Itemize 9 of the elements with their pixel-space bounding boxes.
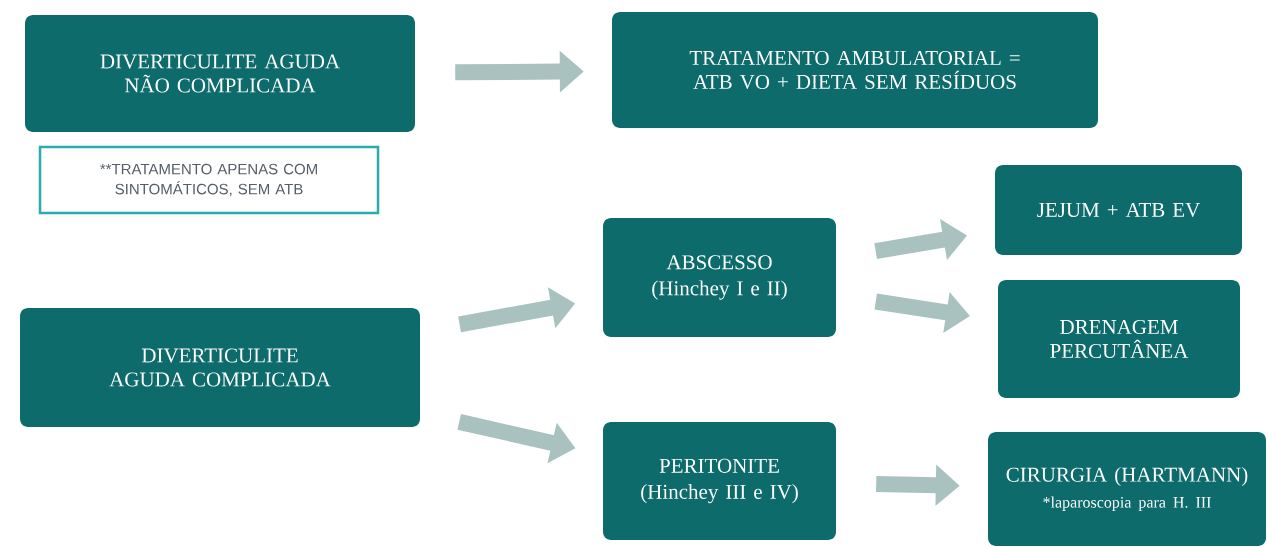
note-box: **TRATAMENTO APENAS COM SINTOMÁTICOS, SEM ATB — [38, 145, 380, 215]
process-box: CIRURGIA (HARTMANN) *laparoscopia para H. III — [988, 432, 1266, 546]
process-box: DIVERTICULITE AGUDA NÃO COMPLICADA — [25, 15, 415, 132]
process-box: PERITONITE (Hinchey III e IV) — [603, 422, 836, 540]
process-box: TRATAMENTO AMBULATORIAL = ATB VO + DIETA SEM RESÍDUOS — [612, 12, 1098, 128]
process-box: ABSCESSO (Hinchey I e II) — [603, 218, 836, 337]
process-box: DIVERTICULITE AGUDA COMPLICADA — [20, 308, 420, 427]
process-box: JEJUM + ATB EV — [995, 165, 1242, 255]
process-box: DRENAGEM PERCUTÂNEA — [998, 280, 1240, 398]
